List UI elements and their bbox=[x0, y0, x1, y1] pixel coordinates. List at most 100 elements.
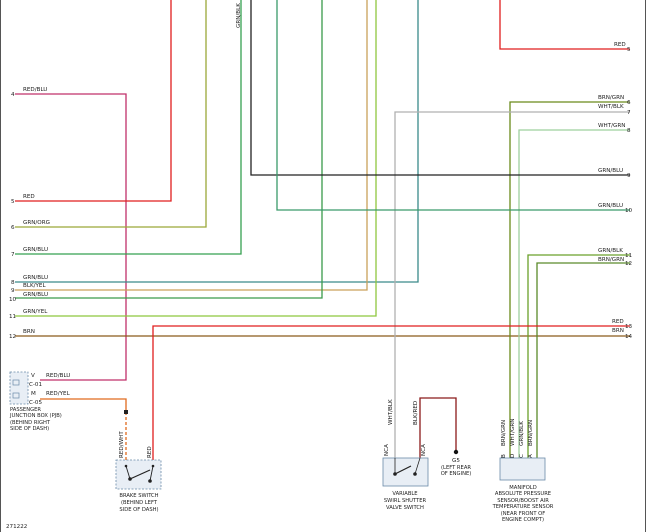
pjb-terminal-v bbox=[12, 379, 20, 386]
wire-left-8 bbox=[15, 0, 419, 283]
wire-left-7 bbox=[15, 0, 242, 255]
left-label-6: GRN/ORG bbox=[23, 220, 50, 226]
left-label-7: GRN/BLU bbox=[23, 247, 48, 253]
swirl-wire-label-2: BLK/RED bbox=[413, 401, 419, 425]
left-label-9: BLK/YEL bbox=[23, 283, 46, 289]
brake-wire-label-2: RED bbox=[147, 446, 153, 458]
right-pin-10: 10 bbox=[625, 208, 633, 214]
wire-left-5 bbox=[15, 0, 172, 202]
right-pin-11: 11 bbox=[625, 253, 633, 259]
swirl-wire-label-1: WHT/BLK bbox=[388, 399, 394, 425]
map-caption-3: SENSOR/BOOST AIR bbox=[497, 498, 549, 504]
pjb-connector-1: C-01 bbox=[29, 382, 42, 388]
wire-right-6 bbox=[509, 101, 630, 458]
left-label-4: RED/BLU bbox=[23, 87, 47, 93]
left-pin-labels: 4 RED/BLU 5 RED 6 GRN/ORG 7 GRN/BLU 8 GR… bbox=[9, 87, 50, 340]
map-sensor-box bbox=[499, 457, 546, 481]
right-label-10: GRN/BLU bbox=[598, 203, 623, 209]
ground-g5: G5 (LEFT REAR OF ENGINE) bbox=[441, 458, 472, 477]
passenger-junction-box: V RED/BLU C-01 M RED/YEL C-05 PASSENGER … bbox=[9, 371, 71, 432]
ground-label: G5 bbox=[452, 458, 460, 464]
pjb-caption-3: (BEHIND RIGHT bbox=[10, 420, 51, 426]
map-wire-label-4: BRN/GRN bbox=[528, 420, 534, 446]
left-pin-8: 8 bbox=[11, 280, 15, 286]
left-label-12: BRN bbox=[23, 329, 35, 335]
wire-right-10 bbox=[276, 0, 630, 211]
ground-g5-point bbox=[453, 449, 459, 455]
pjb-label-m: RED/YEL bbox=[46, 391, 71, 397]
right-pin-9: 9 bbox=[627, 173, 631, 179]
map-caption-2: ABSOLUTE PRESSURE bbox=[495, 491, 551, 497]
wire-left-11 bbox=[15, 0, 377, 317]
left-pin-7: 7 bbox=[11, 252, 15, 258]
pjb-pin-v: V bbox=[31, 373, 35, 379]
right-label-9: GRN/BLU bbox=[598, 168, 623, 174]
pjb-caption-2: JUNCTION BOX (PJB) bbox=[9, 413, 62, 419]
swirl-caption-1: VARIABLE bbox=[392, 491, 417, 497]
swirl-switch-box bbox=[382, 457, 429, 487]
swirl-pin-label-1: NCA bbox=[384, 444, 390, 456]
ground-caption-2: OF ENGINE) bbox=[441, 471, 472, 477]
left-pin-6: 6 bbox=[11, 225, 15, 231]
swirl-shutter-switch: WHT/BLK BLK/RED NCA NCA VARIABLE SWIRL S… bbox=[382, 399, 429, 511]
swirl-caption-3: VALVE SWITCH bbox=[386, 505, 424, 511]
left-pin-4: 4 bbox=[11, 92, 15, 98]
left-label-5: RED bbox=[23, 194, 35, 200]
wire-left-10 bbox=[15, 0, 323, 299]
map-caption-6: ENGINE COMPT) bbox=[502, 517, 544, 523]
map-pin-c: C bbox=[519, 454, 525, 458]
pjb-box bbox=[9, 371, 29, 405]
diagram-code: 271222 bbox=[6, 524, 27, 530]
wire-left-4 bbox=[15, 93, 127, 381]
pjb-connector-2: C-05 bbox=[29, 400, 42, 406]
right-pin-labels: 5 RED 6 BRN/GRN 7 WHT/BLK 8 WHT/GRN 9 GR… bbox=[598, 42, 633, 340]
left-pin-11: 11 bbox=[9, 314, 17, 320]
brake-switch: RED/WHT RED BRAKE SWITCH (BEHIND LEFT SI… bbox=[115, 431, 162, 513]
map-wire-label-3: GRN/BLK bbox=[519, 421, 525, 446]
left-pin-12: 12 bbox=[9, 334, 16, 340]
left-label-11: GRN/YEL bbox=[23, 309, 48, 315]
wire-right-13 bbox=[152, 325, 630, 460]
right-pin-12: 12 bbox=[625, 261, 632, 267]
wire-right-11 bbox=[527, 254, 630, 458]
map-sensor: BRN/GRN WHT/GRN GRN/BLK BRN/GRN B D C A … bbox=[492, 419, 554, 523]
brake-caption-2: (BEHIND LEFT bbox=[121, 500, 158, 506]
right-pin-5: 5 bbox=[627, 47, 631, 53]
wire-left-6 bbox=[15, 0, 207, 228]
right-pin-7: 7 bbox=[627, 110, 631, 116]
brake-blade bbox=[129, 469, 151, 480]
right-pin-13: 13 bbox=[625, 324, 633, 330]
wire-right-9 bbox=[250, 0, 630, 176]
left-pin-10: 10 bbox=[9, 297, 17, 303]
right-pin-14: 14 bbox=[625, 334, 633, 340]
map-caption-1: MANIFOLD bbox=[509, 485, 536, 491]
map-pin-a: A bbox=[528, 454, 534, 458]
brake-caption-1: BRAKE SWITCH bbox=[119, 493, 158, 499]
swirl-pin-label-2: NCA bbox=[421, 444, 427, 456]
right-pin-8: 8 bbox=[627, 128, 631, 134]
left-label-10: GRN/BLU bbox=[23, 292, 48, 298]
brake-wire-label-1: RED/WHT bbox=[119, 431, 125, 458]
map-wire-label-1: BRN/GRN bbox=[501, 420, 507, 446]
wire-right-8 bbox=[518, 129, 630, 458]
wire-pjb-m-red-yel bbox=[40, 398, 127, 412]
map-caption-4: TEMPERATURE SENSOR bbox=[492, 504, 554, 510]
wire-right-7 bbox=[394, 111, 630, 458]
right-label-13: RED bbox=[612, 319, 624, 325]
pjb-caption-4: SIDE OF DASH) bbox=[10, 426, 49, 432]
pjb-caption-1: PASSENGER bbox=[10, 407, 41, 413]
splice-dot bbox=[124, 410, 128, 414]
swirl-caption-2: SWIRL SHUTTER bbox=[384, 498, 427, 504]
right-label-5: RED bbox=[614, 42, 626, 48]
map-caption-5: (NEAR FRONT OF bbox=[501, 511, 545, 517]
pjb-terminal-m bbox=[12, 392, 20, 399]
brake-lead-1 bbox=[125, 465, 131, 480]
brake-caption-3: SIDE OF DASH) bbox=[119, 507, 158, 513]
brake-switch-box bbox=[115, 459, 162, 490]
swirl-lead-2 bbox=[414, 457, 421, 475]
left-pin-9: 9 bbox=[11, 288, 15, 294]
right-pin-6: 6 bbox=[627, 100, 631, 106]
swirl-blade bbox=[394, 465, 412, 475]
